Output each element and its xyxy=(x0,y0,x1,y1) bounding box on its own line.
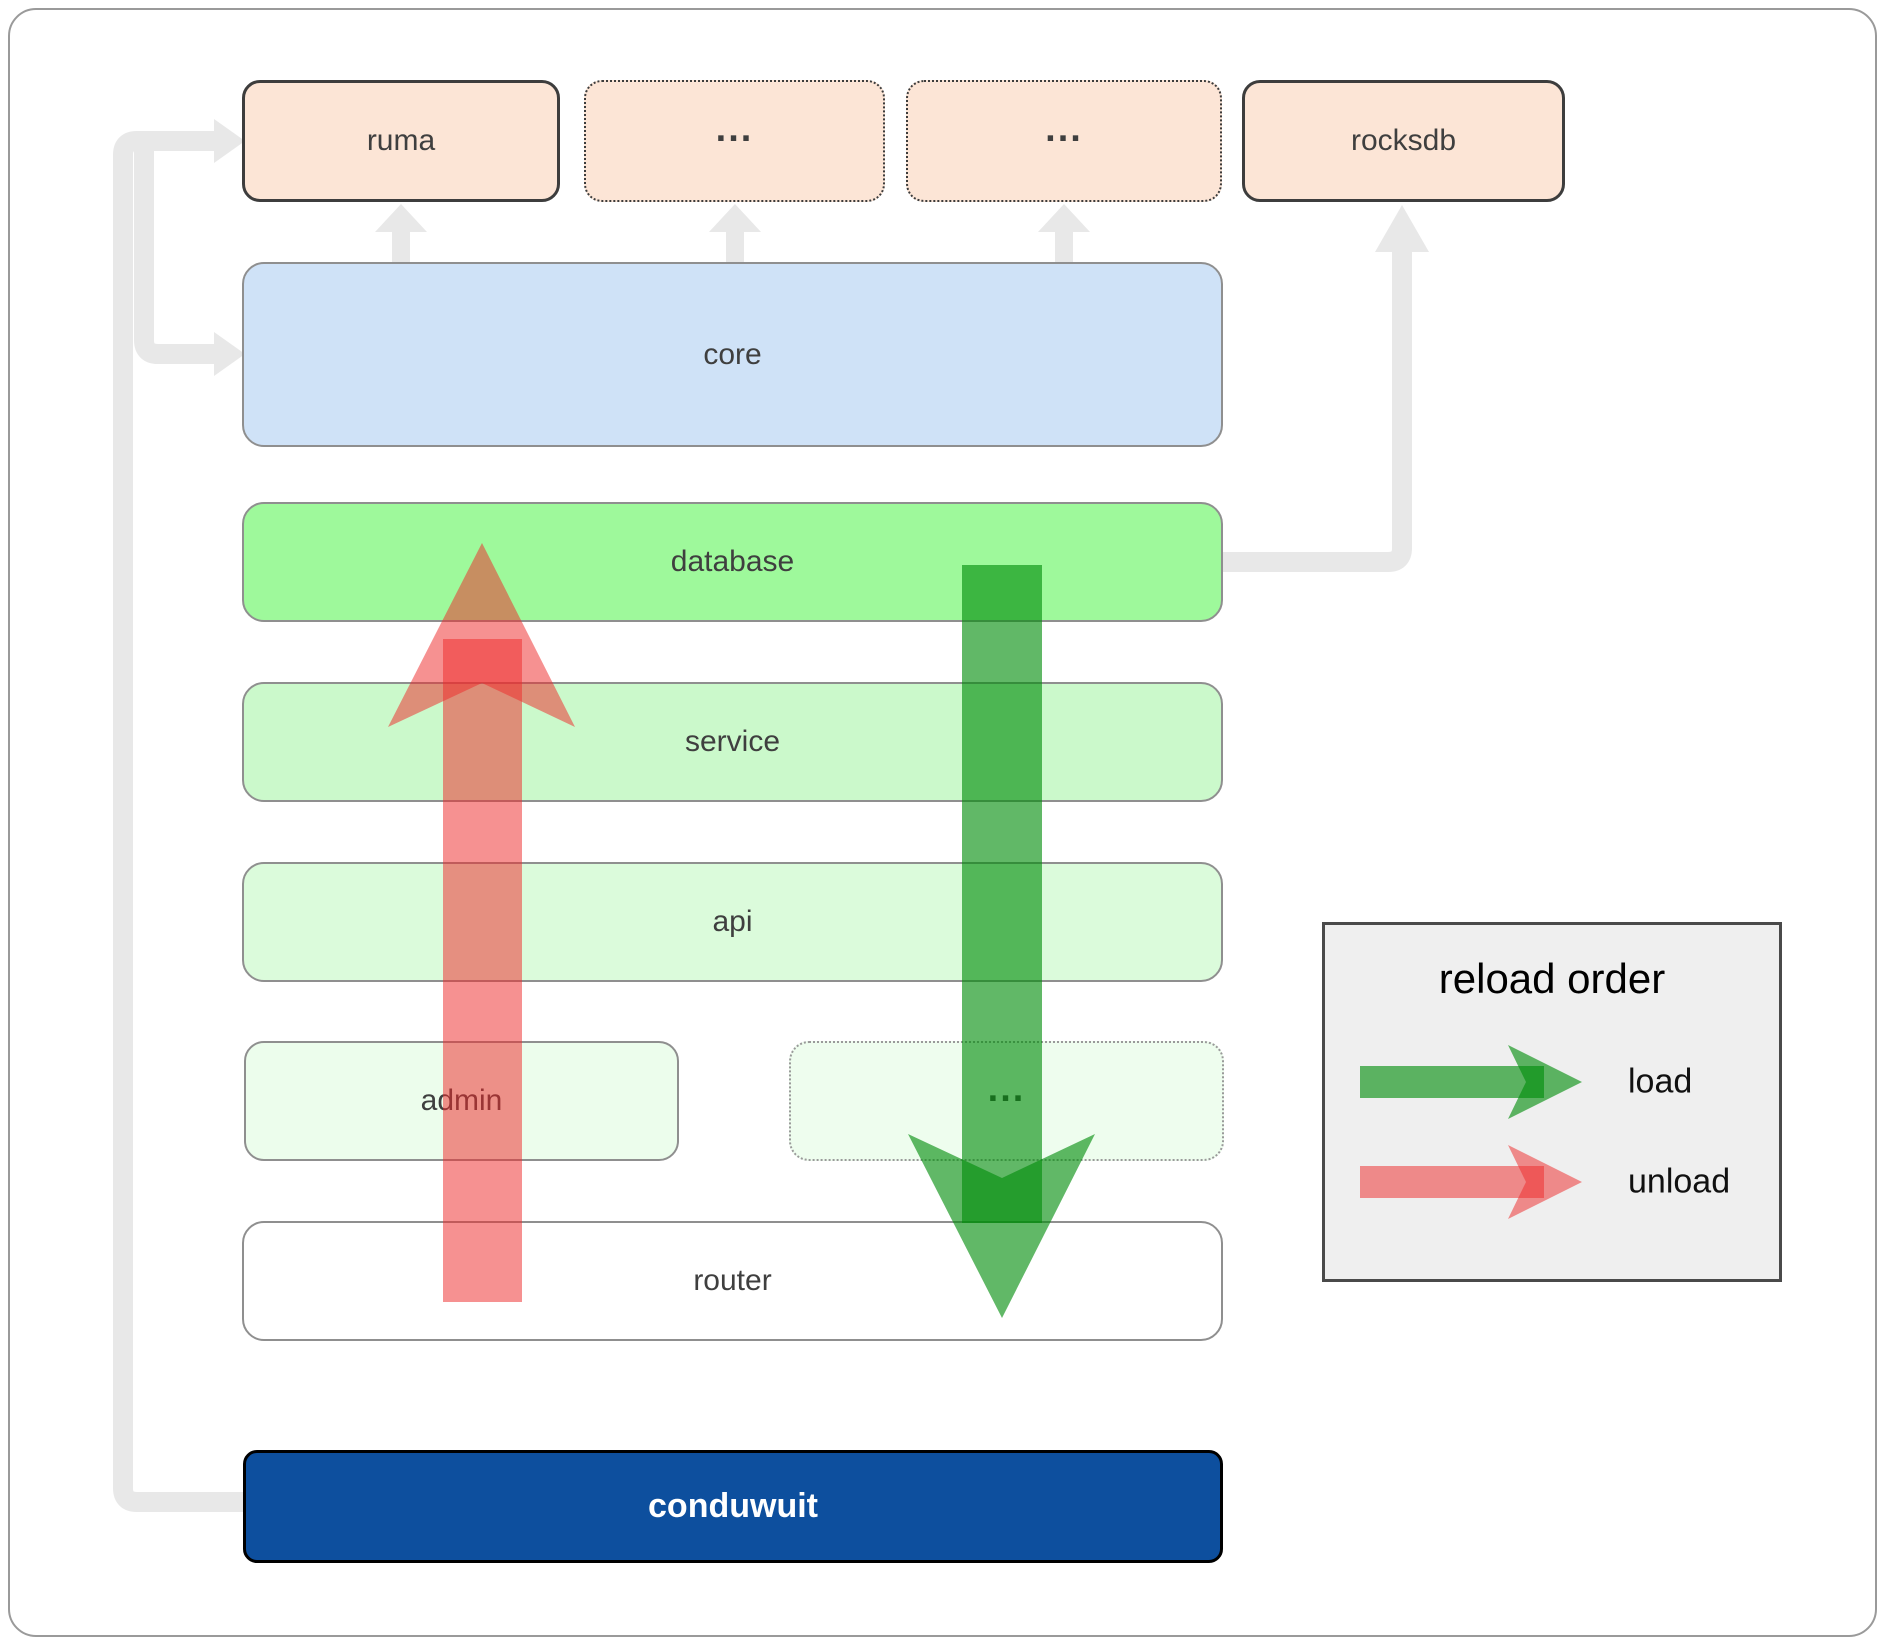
box-api-label: api xyxy=(712,905,753,938)
box-ruma-label: ruma xyxy=(366,124,436,157)
page-border xyxy=(8,8,1877,1637)
legend-load-label: load xyxy=(1628,1062,1693,1101)
load-arrow-head-icon xyxy=(908,1134,1095,1318)
box-rocksdb-label: rocksdb xyxy=(1350,124,1457,157)
load-arrow xyxy=(908,565,1095,1318)
legend-unload-label: unload xyxy=(1628,1162,1731,1201)
load-arrow-shaft xyxy=(962,565,1042,1223)
box-ruma: ruma xyxy=(242,80,560,202)
core-to-ellipsis1-arrow-icon xyxy=(709,204,761,263)
rocksdb-arrowhead-icon xyxy=(1375,205,1429,252)
box-api: api xyxy=(242,862,1223,982)
legend-title: reload order xyxy=(1438,955,1666,1002)
box-conduwuit: conduwuit xyxy=(243,1450,1223,1563)
unload-arrow-head-icon xyxy=(388,543,575,727)
unload-arrow-shaft xyxy=(443,639,522,1302)
legend-unload-arrow-icon xyxy=(1360,1145,1582,1219)
box-service-label: service xyxy=(684,725,781,758)
core-to-ellipsis2-arrow-icon xyxy=(1038,204,1090,263)
box-core-label: core xyxy=(703,337,762,371)
core-to-ruma-arrow-icon xyxy=(375,204,427,263)
legend-load-arrow-icon xyxy=(1360,1045,1582,1119)
ruma-arrowhead-icon xyxy=(214,119,245,163)
box-conduwuit-label: conduwuit xyxy=(648,1487,818,1525)
box-core: core xyxy=(242,262,1223,447)
box-ellipsis-1: ... xyxy=(584,80,885,202)
database-to-rocksdb-connector xyxy=(1222,250,1412,572)
legend: reload order xyxy=(1322,922,1782,1282)
box-ellipsis-2: ... xyxy=(906,80,1222,202)
conduwuit-to-core-connector xyxy=(134,145,215,364)
box-ellipsis-2-label: ... xyxy=(1045,107,1083,150)
unload-arrow xyxy=(388,543,575,1302)
core-arrowhead-icon xyxy=(214,332,245,376)
box-database: database xyxy=(242,502,1223,622)
box-router-label: router xyxy=(693,1264,772,1297)
box-ellipsis-1-label: ... xyxy=(715,107,754,150)
box-rocksdb: rocksdb xyxy=(1242,80,1565,202)
conduwuit-to-ruma-connector xyxy=(113,131,243,1512)
box-router: router xyxy=(242,1221,1223,1341)
box-database-label: database xyxy=(670,545,795,578)
